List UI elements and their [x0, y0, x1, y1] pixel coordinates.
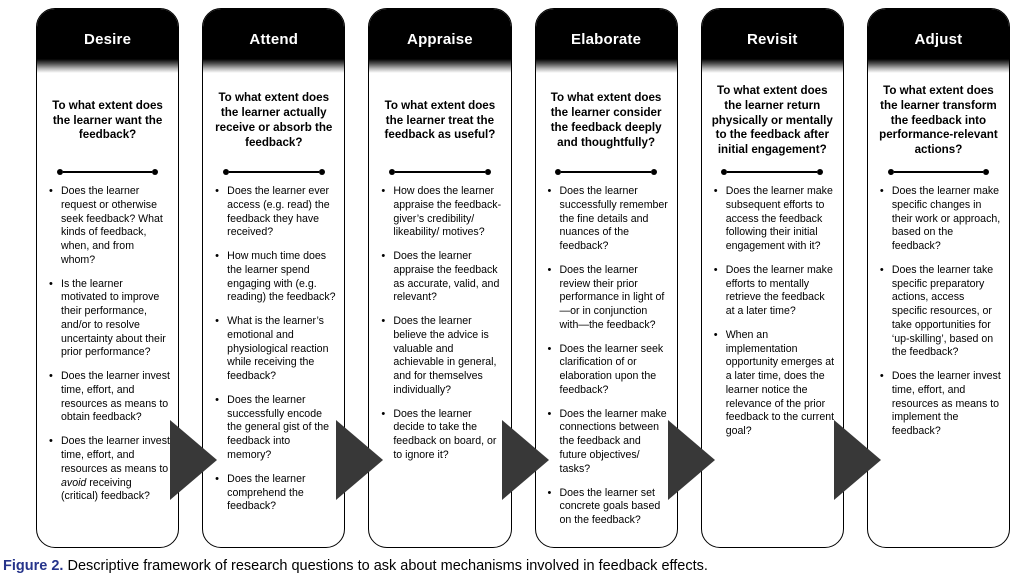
divider-line	[56, 169, 159, 175]
question-area: To what extent does the learner actually…	[203, 73, 344, 167]
column-title: Revisit	[746, 30, 798, 48]
divider-line	[389, 169, 491, 175]
header-gradient	[369, 59, 511, 73]
bullet-item: Does the learner seek clarification of o…	[548, 342, 669, 398]
framework-column: Elaborate To what extent does the learne…	[534, 8, 678, 548]
divider-rule	[727, 171, 818, 173]
divider-dot-right	[318, 169, 325, 175]
bullet-item: Does the learner make specific changes i…	[880, 184, 1001, 254]
header-gradient	[701, 59, 843, 73]
bullet-item: How does the learner appraise the feedba…	[381, 184, 502, 240]
divider-dot-left	[389, 169, 396, 175]
bullet-item: Does the learner invest time, effort, an…	[880, 369, 1001, 439]
column-title: Elaborate	[571, 30, 642, 48]
divider-dot-right	[484, 169, 491, 175]
bullet-item: Does the learner ever access (e.g. read)…	[215, 184, 336, 240]
bullet-item: Does the learner appraise the feedback a…	[381, 249, 502, 305]
column-bullets: How does the learner appraise the feedba…	[369, 184, 510, 547]
divider-dot-left	[555, 169, 562, 175]
divider-dot-right	[983, 169, 990, 175]
bullet-item: Does the learner believe the advice is v…	[381, 314, 502, 398]
question-area: To what extent does the learner transfor…	[868, 73, 1009, 167]
divider-dot-left	[887, 169, 894, 175]
question-area: To what extent does the learner consider…	[536, 73, 677, 167]
column-header: Desire	[37, 9, 179, 59]
column-header: Revisit	[701, 9, 843, 59]
column-bullets: Does the learner make subsequent efforts…	[702, 184, 843, 547]
divider-line	[555, 169, 657, 175]
question-area: To what extent does the learner want the…	[37, 73, 178, 167]
column-question: To what extent does the learner transfor…	[879, 83, 998, 157]
divider-dot-right	[817, 169, 824, 175]
divider-rule	[893, 171, 984, 173]
divider-rule	[62, 171, 153, 173]
column-header: Appraise	[369, 9, 511, 59]
divider-line	[721, 169, 824, 175]
header-gradient	[203, 59, 345, 73]
bullet-item: Does the learner successfully encode the…	[215, 393, 336, 463]
figure-caption-text: Descriptive framework of research questi…	[67, 558, 708, 574]
column-question: To what extent does the learner consider…	[550, 91, 662, 149]
figure-caption: Figure 2. Descriptive framework of resea…	[3, 558, 1003, 575]
bullet-item: Does the learner make subsequent efforts…	[714, 184, 835, 254]
divider-dot-left	[56, 169, 63, 175]
column-title: Attend	[249, 30, 299, 48]
bullet-item: Does the learner comprehend the feedback…	[215, 472, 336, 514]
bullet-item: Does the learner invest time, effort, an…	[49, 434, 170, 504]
framework-column: Revisit To what extent does the learner …	[700, 8, 844, 548]
flow-arrow-right-icon	[502, 420, 549, 500]
bullet-item: Does the learner make efforts to mentall…	[714, 263, 835, 319]
bullet-item: Does the learner review their prior perf…	[548, 263, 669, 333]
column-bullets: Does the learner request or otherwise se…	[37, 184, 178, 547]
framework-column: Adjust To what extent does the learner t…	[866, 8, 1011, 548]
column-question: To what extent does the learner want the…	[52, 98, 163, 142]
bullet-item: Does the learner set concrete goals base…	[548, 486, 669, 528]
column-title: Desire	[84, 30, 132, 48]
divider-line	[887, 169, 990, 175]
framework-columns: Desire To what extent does the learner w…	[36, 8, 1011, 548]
divider-dot-left	[222, 169, 229, 175]
framework-column: Attend To what extent does the learner a…	[202, 8, 346, 548]
divider-rule	[395, 171, 485, 173]
divider-dot-right	[152, 169, 159, 175]
question-area: To what extent does the learner treat th…	[369, 73, 510, 167]
column-title: Adjust	[914, 30, 963, 48]
flow-arrow-right-icon	[668, 420, 716, 500]
column-question: To what extent does the learner actually…	[215, 91, 333, 149]
flow-arrow-right-icon	[169, 420, 217, 500]
bullet-item: Does the learner make connections betwee…	[548, 407, 669, 477]
bullet-item: Does the learner request or otherwise se…	[49, 184, 170, 268]
flow-arrow-right-icon	[834, 420, 882, 500]
framework-column: Desire To what extent does the learner w…	[36, 8, 180, 548]
column-header: Attend	[203, 9, 345, 59]
bullet-item: What is the learner’s emotional and phys…	[215, 314, 336, 384]
divider-rule	[561, 171, 651, 173]
divider-line	[222, 169, 325, 175]
bullet-item: Is the learner motivated to improve thei…	[49, 277, 170, 361]
bullet-item: Does the learner invest time, effort, an…	[49, 369, 170, 425]
divider-dot-right	[650, 169, 657, 175]
column-title: Appraise	[407, 30, 473, 48]
divider-dot-left	[721, 169, 728, 175]
header-gradient	[535, 59, 677, 73]
figure-caption-label: Figure 2.	[3, 558, 64, 574]
column-bullets: Does the learner ever access (e.g. read)…	[203, 184, 344, 547]
header-gradient	[867, 59, 1010, 73]
column-header: Adjust	[867, 9, 1010, 59]
bullet-item: Does the learner take specific preparato…	[880, 263, 1001, 360]
question-area: To what extent does the learner return p…	[702, 73, 843, 167]
column-bullets: Does the learner successfully remember t…	[536, 184, 677, 547]
bullet-item: Does the learner successfully remember t…	[548, 184, 669, 254]
framework-column: Appraise To what extent does the learner…	[368, 8, 512, 548]
bullet-item: How much time does the learner spend eng…	[215, 249, 336, 305]
column-bullets: Does the learner make specific changes i…	[868, 184, 1009, 547]
bullet-item: When an implementation opportunity emerg…	[714, 328, 835, 439]
column-question: To what extent does the learner return p…	[711, 83, 833, 157]
column-question: To what extent does the learner treat th…	[384, 98, 496, 142]
flow-arrow-right-icon	[335, 420, 383, 500]
bullet-item: Does the learner decide to take the feed…	[381, 407, 502, 463]
header-gradient	[37, 59, 179, 73]
column-header: Elaborate	[535, 9, 677, 59]
divider-rule	[228, 171, 319, 173]
